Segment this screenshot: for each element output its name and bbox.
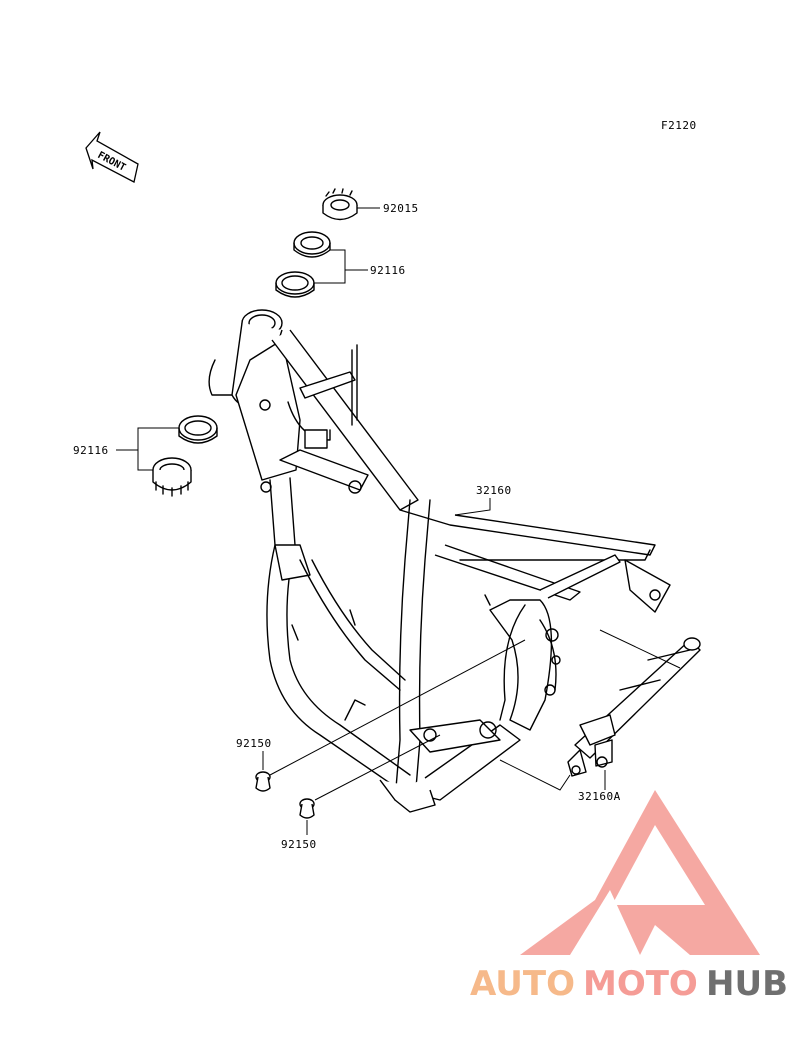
bearing-race-upper-icon xyxy=(275,231,331,298)
diagram-code: F2120 xyxy=(661,119,697,132)
watermark-auto: AUTO xyxy=(470,964,575,1004)
part-label-92116-lower: 92116 xyxy=(73,444,109,457)
bolt-lower-icon xyxy=(299,798,315,819)
watermark-moto: MOTO xyxy=(583,964,698,1004)
main-frame-icon xyxy=(208,309,671,813)
stem-nut-icon xyxy=(322,188,358,221)
watermark-hub: HUB xyxy=(706,964,788,1004)
part-label-32160: 32160 xyxy=(476,484,512,497)
front-arrow-icon: FRONT xyxy=(85,131,139,183)
part-label-92015: 92015 xyxy=(383,202,419,215)
subframe-icon xyxy=(567,637,701,777)
part-label-32160A: 32160A xyxy=(578,790,621,803)
part-label-92150-lower: 92150 xyxy=(281,838,317,851)
watermark-logo-icon xyxy=(520,790,760,955)
part-label-92116-upper: 92116 xyxy=(370,264,406,277)
bearing-race-lower-icon xyxy=(152,415,218,497)
watermark-wordmark: AUTO MOTO HUB xyxy=(470,964,788,1004)
bolt-upper-icon xyxy=(255,771,271,792)
part-label-92150-upper: 92150 xyxy=(236,737,272,750)
